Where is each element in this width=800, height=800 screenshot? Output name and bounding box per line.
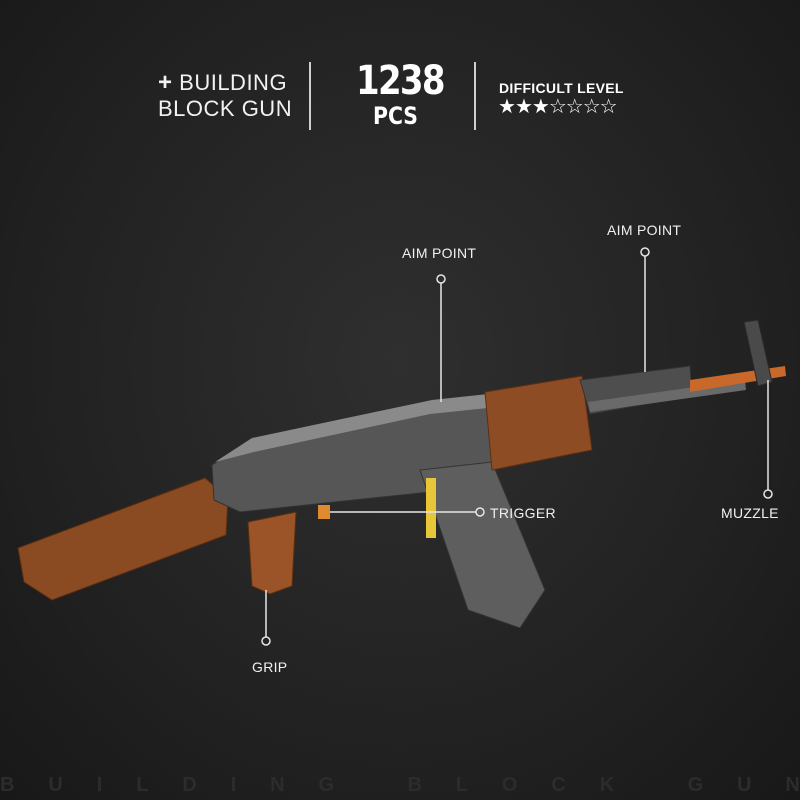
watermark-letter: D <box>182 774 197 796</box>
difficulty-label: DIFFICULT LEVEL <box>499 80 624 96</box>
watermark-letter: L <box>455 774 469 796</box>
watermark-letter: B <box>407 774 422 796</box>
callout-grip: GRIP <box>252 659 288 675</box>
callout-lines <box>261 247 773 646</box>
front-sight <box>743 319 773 387</box>
watermark-letter: L <box>136 774 149 796</box>
callout-muzzle: MUZZLE <box>721 505 779 521</box>
receiver-top <box>215 394 488 462</box>
watermark-letter: U <box>48 774 63 796</box>
watermark-letter: C <box>551 774 566 796</box>
stock <box>17 477 229 601</box>
star-filled-icon: ★ <box>498 94 516 118</box>
callout-trigger: TRIGGER <box>490 505 556 521</box>
watermark-letter: I <box>230 774 237 796</box>
plus-icon: + <box>158 69 173 96</box>
watermark-letter: B <box>0 774 15 796</box>
handguard-lower <box>484 375 593 471</box>
watermark-letter <box>648 774 654 797</box>
watermark-letter <box>368 774 374 797</box>
callout-aim-point-front: AIM POINT <box>607 222 682 238</box>
divider <box>309 62 311 130</box>
callout-aim-point-rear: AIM POINT <box>402 245 477 261</box>
watermark-letter: O <box>501 774 518 796</box>
yellow-bolt <box>426 478 436 538</box>
star-empty-icon: ☆ <box>565 94 584 118</box>
star-empty-icon: ☆ <box>599 94 618 118</box>
product-title: + BUILDING BLOCK GUN <box>158 70 292 122</box>
piece-count: 1238 <box>356 58 446 104</box>
watermark-letter: N <box>785 774 800 796</box>
magazine <box>419 461 546 629</box>
watermark-letter: K <box>599 774 615 796</box>
piece-unit: PCS <box>373 102 418 130</box>
grip <box>247 511 297 595</box>
star-empty-icon: ☆ <box>548 94 567 118</box>
watermark-letter: G <box>318 774 335 796</box>
title-line-1: BUILDING <box>179 70 288 95</box>
star-empty-icon: ☆ <box>582 94 601 118</box>
watermark-letter: I <box>96 774 103 796</box>
star-filled-icon: ★ <box>514 94 533 118</box>
watermark-letter: U <box>737 774 752 796</box>
difficulty-stars: ★★★☆☆☆☆ <box>498 94 618 118</box>
title-line-2: BLOCK GUN <box>158 96 293 121</box>
ak-rifle-model <box>17 319 786 629</box>
trigger <box>318 505 330 519</box>
watermark-letter: G <box>687 774 704 796</box>
star-filled-icon: ★ <box>531 94 550 118</box>
divider <box>474 62 476 130</box>
watermark-letter: N <box>270 774 285 796</box>
